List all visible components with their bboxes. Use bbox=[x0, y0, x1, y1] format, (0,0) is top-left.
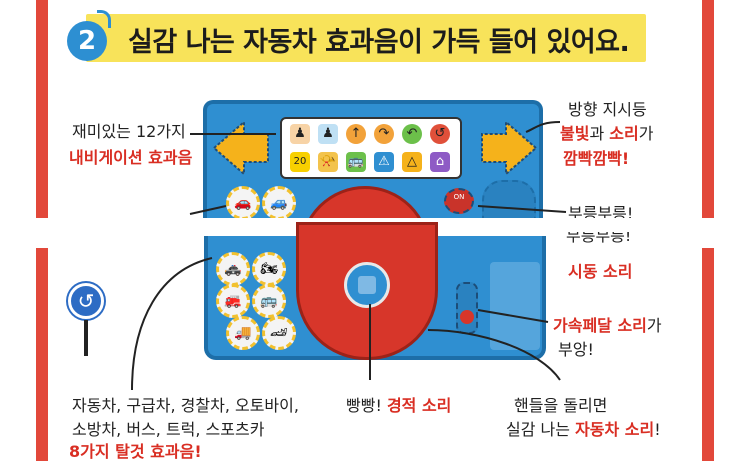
accelerator-sound-text: 가속페달 소리 bbox=[553, 316, 647, 335]
car-button-sportscar[interactable]: 🏎 bbox=[262, 316, 296, 350]
car-button-truck[interactable]: 🚚 bbox=[226, 316, 260, 350]
turn-signal-label-line3: 깜빡깜빡! bbox=[563, 149, 630, 168]
engine-start-label: 시동 소리 bbox=[568, 262, 633, 281]
start-button[interactable]: ON bbox=[444, 188, 474, 214]
title-banner bbox=[86, 14, 646, 62]
steering-car-sound-text: 자동차 소리 bbox=[575, 420, 655, 439]
turn-signal-and-text: 과 bbox=[589, 124, 610, 143]
horn-prefix-text: 빵빵! bbox=[346, 396, 387, 415]
nav-icon-11[interactable]: △ bbox=[402, 152, 422, 172]
turn-signal-light-text: 불빛 bbox=[560, 124, 590, 143]
map-decoration bbox=[490, 262, 540, 350]
nav-icon-4[interactable]: ↷ bbox=[374, 124, 394, 144]
car-button-motorbike[interactable]: 🏍 bbox=[252, 252, 286, 286]
u-turn-sign-icon: ↺ bbox=[68, 283, 104, 319]
vehicles-label-line1: 자동차, 구급차, 경찰차, 오토바이, bbox=[72, 396, 299, 415]
nav-icon-8[interactable]: 📯 bbox=[318, 152, 338, 172]
car-button-top-2[interactable]: 🚙 bbox=[262, 186, 296, 220]
nav-icon-9[interactable]: 🚌 bbox=[346, 152, 366, 172]
steering-realistic-text: 실감 나는 bbox=[506, 420, 576, 439]
right-signal-arrow[interactable] bbox=[476, 118, 542, 182]
turn-signal-label-line1: 방향 지시등 bbox=[568, 100, 647, 119]
vehicles-label-line3: 8가지 탈것 효과음! bbox=[69, 442, 202, 461]
vehicles-label-line2: 소방차, 버스, 트럭, 스포츠카 bbox=[72, 420, 265, 439]
step-number-badge: 2 bbox=[67, 21, 107, 61]
steering-label-line1: 핸들을 돌리면 bbox=[514, 396, 608, 415]
accelerator-ga-text: 가 bbox=[646, 316, 662, 335]
right-arrow-icon bbox=[481, 119, 538, 177]
nav-icon-10[interactable]: ⚠ bbox=[374, 152, 394, 172]
horn-label: 빵빵! 경적 소리 bbox=[346, 394, 451, 418]
accelerator-label-line1: 가속페달 소리가 bbox=[553, 314, 662, 338]
engine-label-partial: 부릉부릉! bbox=[566, 232, 632, 244]
horn-sound-text: 경적 소리 bbox=[386, 396, 452, 415]
steering-label-line2: 실감 나는 자동차 소리! bbox=[506, 418, 661, 442]
steering-exclaim-text: ! bbox=[654, 420, 661, 439]
car-button-firetruck[interactable]: 🚒 bbox=[216, 284, 250, 318]
music-note-icon bbox=[97, 10, 111, 28]
nav-icon-5[interactable]: ↶ bbox=[402, 124, 422, 144]
navigation-label-line2: 내비게이션 효과음 bbox=[69, 148, 193, 167]
turn-signal-sound-text: 소리 bbox=[609, 124, 639, 143]
accelerator-label-line2: 부앙! bbox=[558, 340, 594, 359]
nav-icon-3[interactable]: ↑ bbox=[346, 124, 366, 144]
nav-icon-6[interactable]: ↺ bbox=[430, 124, 450, 144]
nav-icon-7[interactable]: 20 bbox=[290, 152, 310, 172]
nav-icon-12[interactable]: ⌂ bbox=[430, 152, 450, 172]
navigation-label-line1: 재미있는 12가지 bbox=[72, 122, 186, 141]
sign-pole bbox=[84, 320, 88, 356]
turn-signal-ga-text: 가 bbox=[638, 124, 654, 143]
accelerator-knob bbox=[460, 310, 474, 324]
left-edge-gap bbox=[36, 218, 48, 248]
nav-icon-1[interactable]: ♟ bbox=[290, 124, 310, 144]
page-title: 실감 나는 자동차 효과음이 가득 들어 있어요. bbox=[128, 27, 630, 58]
nav-icon-2[interactable]: ♟ bbox=[318, 124, 338, 144]
horn-icon bbox=[358, 276, 376, 294]
turn-signal-label-line2: 불빛과 소리가 bbox=[560, 122, 653, 146]
car-button-bus[interactable]: 🚌 bbox=[252, 284, 286, 318]
